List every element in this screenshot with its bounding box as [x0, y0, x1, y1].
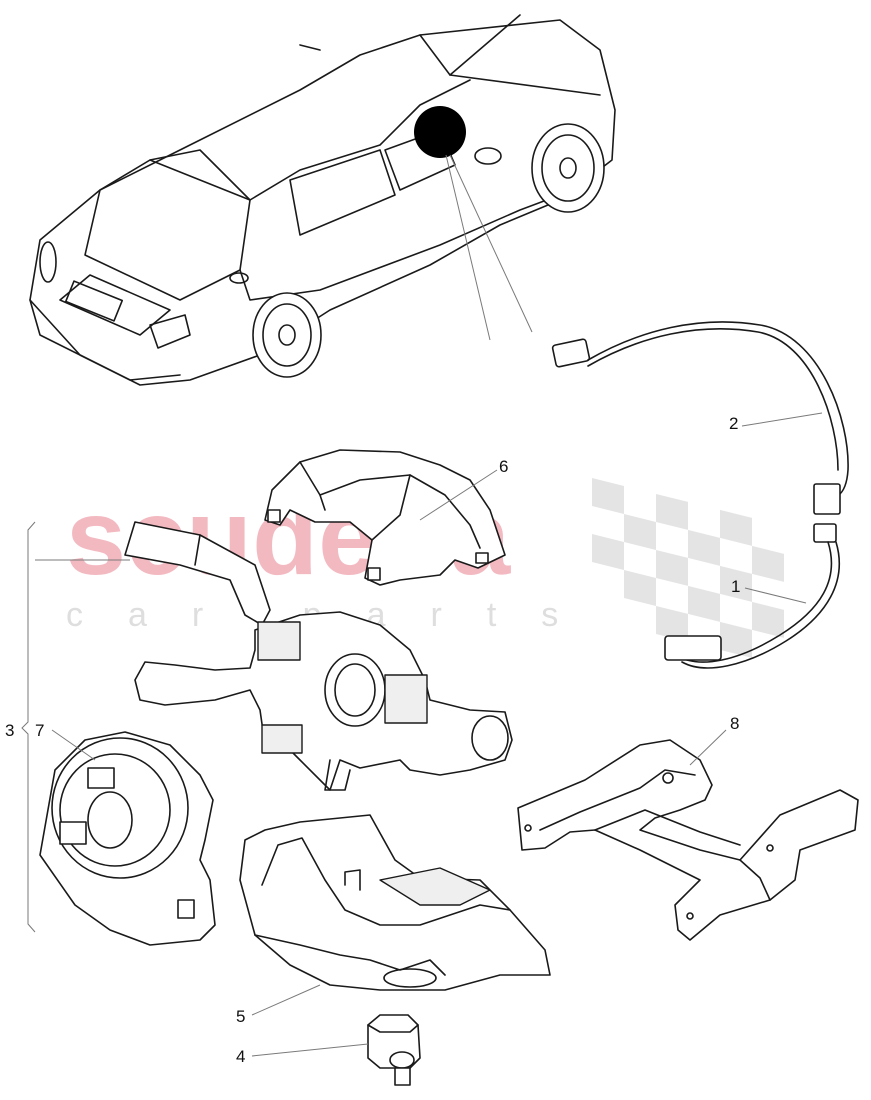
release-switch	[367, 1014, 421, 1086]
callout-7: 7	[35, 721, 44, 740]
leader-lines	[35, 412, 823, 1057]
lower-steering-cover	[239, 814, 551, 991]
steering-column-switch	[124, 521, 513, 791]
callout-4: 4	[236, 1047, 245, 1066]
group-bracket	[21, 521, 36, 933]
callout-6: 6	[499, 457, 508, 476]
upper-steering-cover	[264, 449, 506, 586]
mounting-bracket	[517, 739, 859, 941]
checkered-flag-icon	[592, 478, 784, 658]
callout-3: 3	[5, 721, 14, 740]
callout-8: 8	[730, 714, 739, 733]
callout-2: 2	[729, 414, 738, 433]
location-marker	[414, 106, 466, 158]
clock-spring	[39, 731, 216, 946]
car-illustration	[29, 14, 616, 386]
callout-1: 1	[731, 577, 740, 596]
callout-labels: 1 2 3 4 5 6 7 8	[5, 414, 740, 1066]
cable-harness	[551, 321, 849, 669]
callout-5: 5	[236, 1007, 245, 1026]
